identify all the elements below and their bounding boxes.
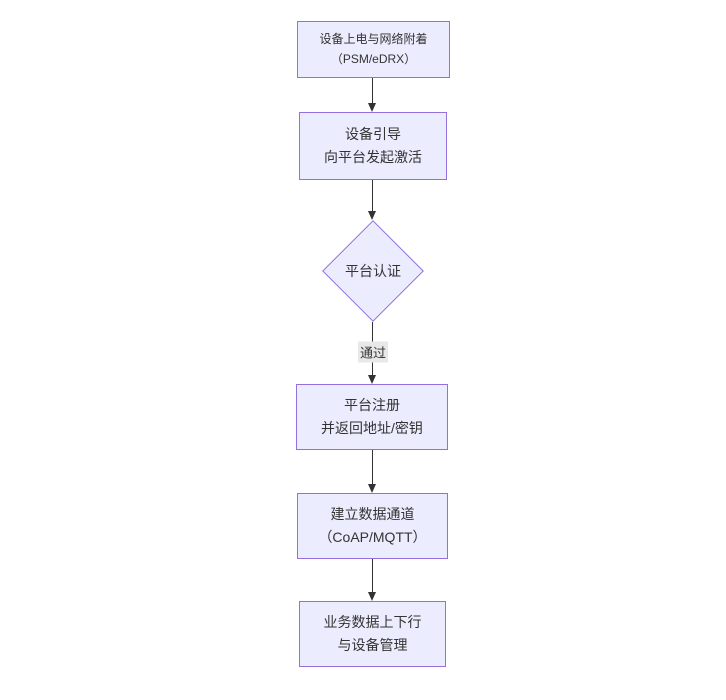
arrowhead-icon	[368, 484, 376, 493]
arrowhead-icon	[368, 211, 376, 220]
node-label-line: 向平台发起激活	[324, 149, 422, 165]
node-bootstrap: 设备引导 向平台发起激活	[299, 112, 447, 180]
edge-data-channel-to-business	[368, 559, 376, 601]
edge-line	[372, 559, 373, 592]
arrowhead-icon	[368, 103, 376, 112]
node-auth-label: 平台认证	[345, 263, 401, 279]
node-data-channel: 建立数据通道 （CoAP/MQTT）	[297, 493, 448, 559]
edge-line	[372, 450, 373, 484]
node-label-line: 业务数据上下行	[323, 614, 422, 631]
node-label-line: 与设备管理	[337, 637, 408, 653]
node-label-line: （PSM/eDRX）	[330, 51, 417, 66]
node-label-line: 平台注册	[344, 397, 400, 414]
node-label-line: 并返回地址/密钥	[321, 420, 423, 436]
node-label-line: 设备引导	[345, 126, 401, 143]
arrowhead-icon	[368, 592, 376, 601]
node-label-line: 设备上电与网络附着	[319, 32, 428, 47]
edge-line	[372, 78, 373, 103]
edge-bootstrap-to-auth	[368, 180, 376, 220]
edge-power-on-to-bootstrap	[368, 78, 376, 112]
edge-line	[372, 180, 373, 211]
edge-label-pass: 通过	[357, 341, 389, 363]
node-label-line: （CoAP/MQTT）	[318, 529, 427, 545]
node-power-on: 设备上电与网络附着 （PSM/eDRX）	[297, 21, 450, 78]
arrowhead-icon	[368, 375, 376, 384]
edge-register-to-data-channel	[368, 450, 376, 493]
node-register: 平台注册 并返回地址/密钥	[296, 384, 448, 450]
node-label-line: 建立数据通道	[330, 506, 415, 523]
node-business-data: 业务数据上下行 与设备管理	[299, 601, 446, 667]
